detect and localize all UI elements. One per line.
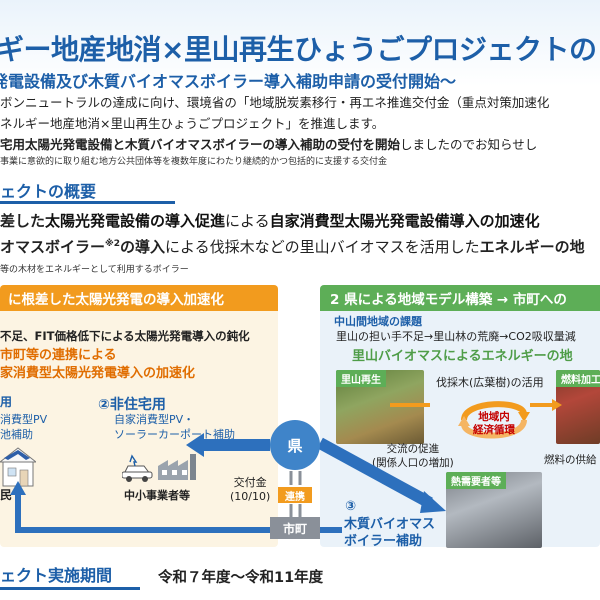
period-value: 令和７年度～令和11年度 <box>158 570 324 586</box>
left-coop-line-2: 家消費型太陽光発電導入の加速化 <box>0 366 196 381</box>
bullet2-sup: ※2 <box>105 239 121 249</box>
cycle-arrows-icon <box>458 401 530 439</box>
page-header: ギー地産地消×里山再生ひょうごプロジェクトの 発電設備及び木質バイオマスボイラー… <box>0 0 600 91</box>
exchange-line-1: 交流の促進 <box>386 443 440 455</box>
page-subtitle: 発電設備及び木質バイオマスボイラー導入補助申請の受付開始～ <box>0 72 457 91</box>
bullet2-a: オマスボイラー <box>0 238 106 256</box>
bullet1-c: による <box>225 212 270 230</box>
item1-label: 用 <box>0 395 13 409</box>
overview-heading: ェクトの概要 <box>0 178 175 204</box>
heat-user-photo-tag: 熱需要者等 <box>446 472 506 489</box>
house-icon <box>0 447 36 487</box>
bullet1-d: 自家消費型太陽光発電設備導入の加速化 <box>269 212 540 230</box>
intro-line-3-rest: しましたのでお知らせし <box>400 137 538 152</box>
period-heading: ェクト実施期間 <box>0 560 140 590</box>
footnote-2: 等の木材をエネルギーとして利用するボイラー <box>0 265 189 275</box>
intro-line-3: 宅用太陽光発電設備と木質バイオマスボイラーの導入補助の受付を開始しましたのでお知… <box>0 134 600 155</box>
grant-label: 交付金 (10/10) <box>230 476 270 504</box>
intro-line-1: ボンニュートラルの達成に向け、環境省の「地域脱炭素移行・再エネ推進交付金（重点対… <box>0 95 550 110</box>
right-issue-text: 里山の担い手不足→里山林の荒廃→CO2吸収量減 <box>336 330 576 343</box>
item1-sub-1: 消費型PV <box>0 413 48 426</box>
page-title: ギー地産地消×里山再生ひょうごプロジェクトの <box>0 33 597 66</box>
item3-label: 木質バイオマス ボイラー補助 <box>344 516 435 550</box>
item1-sub-2: 池補助 <box>0 428 33 441</box>
fuel-processing-photo-tag: 燃料加工 <box>556 370 600 387</box>
bullet2-b: の導入 <box>120 238 166 256</box>
left-panel-heading: に根差した太陽光発電の導入加速化 <box>0 285 278 311</box>
item3-line-2: ボイラー補助 <box>344 534 423 549</box>
bullet2-c: による伐採木などの里山バイオマスを活用した <box>165 238 480 256</box>
item2-sub-2: ソーラーカーポート補助 <box>114 428 235 441</box>
bullet2-d: エネルギーの地 <box>479 238 585 256</box>
grant-text: 交付金 <box>233 476 267 489</box>
prefecture-node: 県 <box>270 420 320 470</box>
municipality-node: 市町 <box>270 517 320 539</box>
intro-text: ボンニュートラルの達成に向け、環境省の「地域脱炭素移行・再エネ推進交付金（重点対… <box>0 92 600 155</box>
item2-sub: 自家消費型PV・ ソーラーカーポート補助 <box>114 412 235 442</box>
grant-ratio: (10/10) <box>230 490 271 503</box>
business-label: 中小事業者等 <box>124 489 190 502</box>
heat-user-photo: 熱需要者等 <box>446 472 542 548</box>
bullet1-b: 太陽光発電設備の導入促進 <box>45 212 226 230</box>
cycle-label: 地域内 経済循環 <box>467 411 521 437</box>
fuel-supply-label: 燃料の供給 <box>544 454 597 466</box>
footnote-1: 事業に意欲的に取り組む地方公共団体等を複数年度にわたり継続的かつ包括的に支援する… <box>0 157 388 167</box>
satoyama-photo-tag: 里山再生 <box>336 370 386 387</box>
right-panel-heading: 2 県による地域モデル構築 → 市町への <box>320 285 600 311</box>
overview-bullet-2: オマスボイラー※2の導入による伐採木などの里山バイオマスを活用したエネルギーの地 <box>0 236 585 257</box>
right-issue-label: 中山間地域の課題 <box>334 315 422 328</box>
item2-label: ②非住宅用 <box>98 397 166 413</box>
resident-label: 民 <box>0 488 13 502</box>
exchange-line-2: (関係人口の増加) <box>372 457 454 469</box>
satoyama-photo: 里山再生 <box>336 370 424 444</box>
cycle-line-2: 経済循環 <box>473 424 515 436</box>
bullet1-a: 差した <box>0 212 46 230</box>
exchange-label: 交流の促進 (関係人口の増加) <box>372 442 454 470</box>
link-badge: 連携 <box>278 487 312 503</box>
car-factory-icon <box>122 454 196 482</box>
cycle-line-1: 地域内 <box>478 411 510 423</box>
left-coop-line-1: 市町等の連携による <box>0 348 117 363</box>
item3-number: ③ <box>345 499 357 514</box>
item1-sub: 消費型PV 池補助 <box>0 412 47 442</box>
left-issue-text: 不足、FIT価格低下による太陽光発電導入の鈍化 <box>0 329 250 343</box>
item2-sub-1: 自家消費型PV・ <box>114 413 195 426</box>
fuel-processing-photo: 燃料加工 <box>556 370 600 444</box>
right-highlight: 里山バイオマスによるエネルギーの地 <box>352 349 573 364</box>
intro-line-3-bold: 宅用太陽光発電設備と木質バイオマスボイラーの導入補助の受付を開始 <box>0 137 401 152</box>
felled-wood-label: 伐採木(広葉樹)の活用 <box>436 376 544 389</box>
intro-line-2: ネルギー地産地消×里山再生ひょうごプロジェクト」を推進します。 <box>0 116 385 131</box>
item3-line-1: 木質バイオマス <box>344 517 436 532</box>
overview-bullet-1: 差した太陽光発電設備の導入促進による自家消費型太陽光発電設備導入の加速化 <box>0 210 540 231</box>
